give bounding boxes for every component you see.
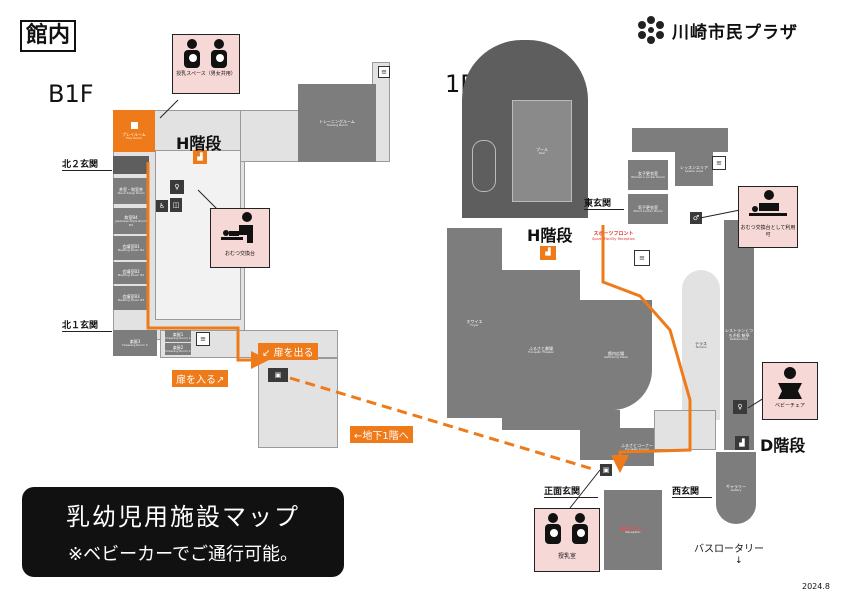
stairs-icon: ≡ <box>196 332 210 346</box>
room-japanese-b4: 和室B4 Japanese Style Room B4 <box>113 208 149 234</box>
b1-stair-h-label: H階段 <box>176 134 222 153</box>
callout-baby-chair: ベビーチェア <box>762 362 818 420</box>
room-furusato-corner: ふるさとコーナー Furusato Corner <box>620 428 654 466</box>
toilet-icon: ♂ <box>690 212 702 224</box>
toilet-icon: ♀ <box>170 180 184 194</box>
stair-h-icon: ▟ <box>193 150 207 164</box>
room-dressing-3: 楽屋3 Dressing Room 3 <box>113 330 157 356</box>
callout-diaper-b1: おむつ交換台 <box>210 208 270 268</box>
entrance-main: 正面玄関 <box>544 487 581 497</box>
room-restaurant: レストランくつろぎ処 絵亭 Restaurants <box>724 220 754 450</box>
room-gray-right-top <box>632 128 728 152</box>
wheelchair-icon: ♿ <box>156 200 168 212</box>
nursing-icon <box>184 39 227 68</box>
stairs-icon: ≡ <box>634 250 650 266</box>
room-meeting-b3: 会議室B3 Meeting Room B3 <box>113 286 149 310</box>
f1-stair-h-label: H階段 <box>525 222 575 246</box>
callout-line <box>699 209 741 219</box>
entrance-north1: 北１玄関 <box>62 321 99 331</box>
elevator-icon: ▣ <box>268 368 288 382</box>
section-label: 館内 <box>20 20 77 52</box>
entrance-west: 西玄関 <box>672 487 700 497</box>
west-underline <box>672 497 712 498</box>
elevator-icon: ▣ <box>600 464 612 476</box>
entrance-north2: 北２玄関 <box>62 160 99 170</box>
nursing-icon <box>545 513 588 544</box>
stair-d-icon: ▟ <box>735 436 749 450</box>
room-men-locker: 男子更衣室 Men's Locker Room <box>628 194 668 224</box>
main-underline <box>544 497 598 498</box>
room-meeting-b2: 会議室B2 Meeting Room B2 <box>113 262 149 284</box>
bus-arrow: ↓ <box>735 556 743 566</box>
logo-text: 川崎市民プラザ <box>672 22 798 43</box>
room-training: トレーニングルーム Training Room <box>298 84 376 162</box>
room-women-locker: 女子更衣室 Women's Locker Room <box>628 160 668 190</box>
room-playroom: プレイルーム Play Room <box>113 110 155 152</box>
stairs-icon: ≡ <box>712 156 726 170</box>
room-dressing-2: 楽屋2 Dressing Room 2 <box>165 343 191 355</box>
route-label-exit-door: ↙ 扉を出る <box>258 343 318 360</box>
north1-underline <box>62 331 112 332</box>
flower-dots-icon <box>638 16 664 44</box>
banner-subtitle: ※ベビーカーでご通行可能。 <box>67 544 298 565</box>
route-label-to-b1: ←地下1階へ <box>350 426 413 443</box>
elevator-icon: ◫ <box>170 198 182 212</box>
route-label-enter-door: 扉を入る↗ <box>172 370 229 387</box>
toilet-icon <box>130 121 138 129</box>
baby-chair-icon <box>778 367 802 399</box>
room-lesson: レッスンエリア Lesson Area <box>675 152 713 186</box>
room-terrace: テラス Terrace <box>682 270 720 420</box>
room-lower-lite <box>654 410 716 450</box>
callout-nursing-1f: 授乳室 <box>534 508 600 572</box>
diaper-change-icon <box>221 212 253 243</box>
entrance-east: 東玄関 <box>584 199 612 209</box>
title-banner: 乳幼児用施設マップ ※ベビーカーでご通行可能。 <box>22 487 344 577</box>
bus-rotary: バスロータリー <box>694 544 764 555</box>
room-theater: ふるさと劇場 Furusato Theater <box>502 270 580 430</box>
room-b1-small-1 <box>113 156 149 174</box>
logo: 川崎市民プラザ <box>636 14 798 46</box>
room-pool: プール Pool <box>462 40 588 218</box>
callout-nursing-b1: 授乳スペース（男女共用） <box>172 34 240 94</box>
east-underline <box>584 209 624 210</box>
floor-label-b1: B1F <box>48 80 94 108</box>
stair-h-icon: ▟ <box>540 244 556 260</box>
callout-diaper-1f: おむつ交換台として利用可 <box>738 186 798 248</box>
date-label: 2024.8 <box>802 582 830 591</box>
f1-stair-d-label: D階段 <box>760 436 806 455</box>
toilet-icon: ♀ <box>733 400 747 414</box>
room-foyer: ホワイエ Foyer <box>447 228 502 418</box>
room-gray-left-lower <box>580 410 620 460</box>
stairs-icon: ≡ <box>378 66 390 78</box>
room-tea: 茶室・和室茶 Tea & Shogi Room <box>113 178 149 204</box>
room-gallery: ギャラリー Gallery <box>716 452 756 524</box>
room-dressing-1: 楽屋1 Dressing Room 1 <box>165 330 191 342</box>
banner-title: 乳幼児用施設マップ <box>66 503 300 531</box>
room-reception: 総合フロント Reception <box>604 490 662 570</box>
north2-underline <box>62 170 112 171</box>
diaper-change-icon <box>749 190 787 216</box>
room-meeting-b1: 会議室B1 Meeting Room B1 <box>113 236 149 260</box>
sports-front-label: スポーツフロント Sports Facility Reception <box>592 231 635 241</box>
room-plaza: 館内広場 Gathering Plaza <box>580 300 652 410</box>
